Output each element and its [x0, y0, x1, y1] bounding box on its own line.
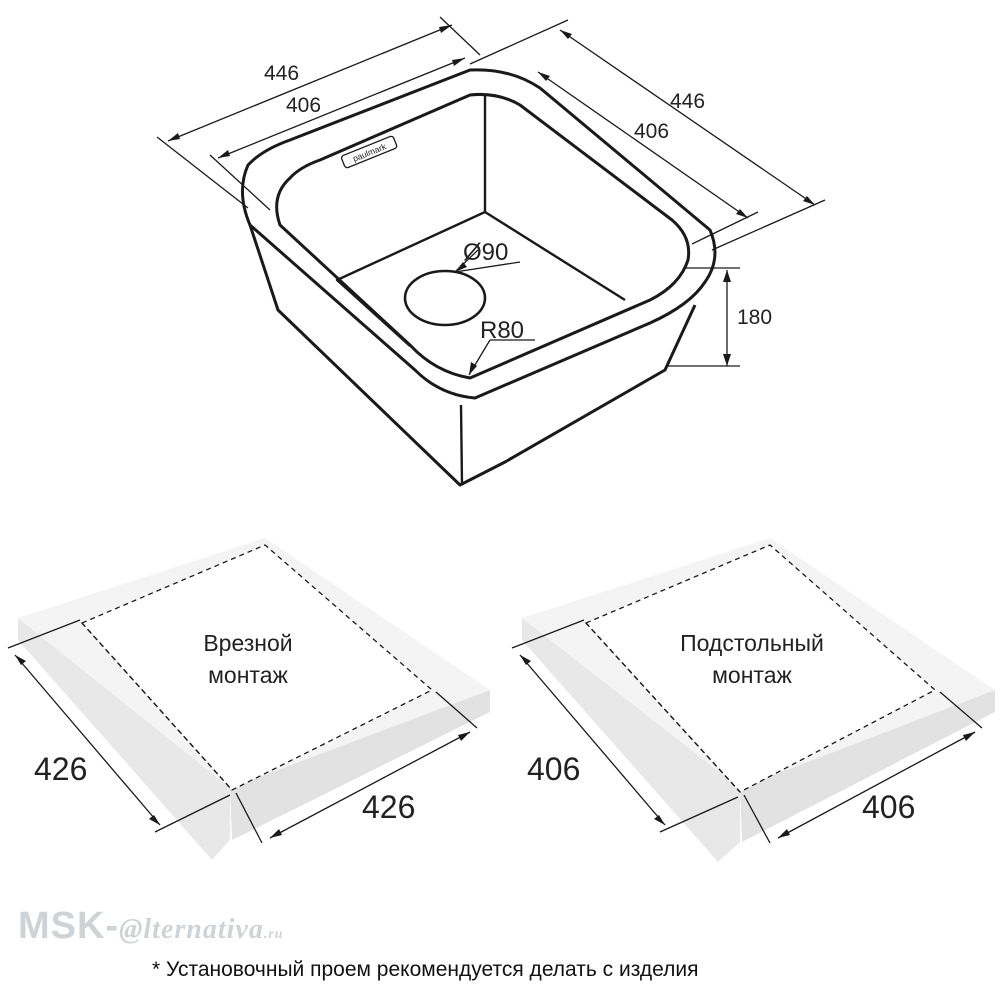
slab-left-side-2 [522, 618, 740, 862]
dim-line-inner-width [217, 57, 466, 159]
cutout-undermount: Подстольный монтаж 406 406 [511, 538, 995, 862]
watermark-logo: MSK-@lternativa.ru [18, 905, 284, 947]
cutout2-title-line2: монтаж [712, 662, 792, 688]
cutout1-title-line1: Врезной [203, 630, 292, 656]
label-height: 180 [737, 306, 772, 329]
label-radius: R80 [480, 317, 524, 344]
sink-drain [403, 269, 487, 327]
sink-front-edge [459, 404, 464, 486]
dim-line-cutout1-b [269, 731, 471, 839]
cutout-outline-2 [584, 544, 937, 793]
label-outer-width: 446 [264, 62, 299, 85]
slab-right-side-2 [740, 690, 995, 842]
sink-inner-back-wall [483, 96, 626, 302]
cutout1-dim-b: 426 [362, 789, 415, 825]
slab-left-side-1 [18, 618, 230, 860]
label-outer-depth: 446 [670, 90, 705, 113]
cutout2-title-line1: Подстольный [680, 630, 824, 656]
slab-hole-1 [82, 545, 432, 790]
slab-right-side-1 [230, 690, 490, 840]
sink-body [241, 68, 717, 487]
label-drain: Ø90 [463, 239, 508, 266]
dim-line-outer-depth [559, 29, 816, 206]
label-inner-depth: 406 [634, 120, 669, 143]
footnote: * Установочный проем рекомендуется делат… [152, 958, 699, 981]
sink-outer-rim [241, 68, 717, 400]
cutout-inset: Врезной монтаж 426 426 [7, 538, 490, 860]
label-inner-width: 406 [286, 94, 321, 117]
dim-line-cutout2-b [777, 731, 976, 839]
dim-line-cutout2-a [519, 654, 666, 826]
cutout1-dim-a: 426 [34, 751, 87, 787]
dim-line-outer-width [167, 24, 453, 142]
dim-line-cutout1-a [14, 654, 161, 826]
cutout2-dim-b: 406 [862, 789, 915, 825]
sink-inner-left-wall [335, 210, 486, 347]
sink-outer-body [248, 224, 697, 487]
dim-leader-drain [454, 261, 521, 273]
cutout2-dim-a: 406 [527, 751, 580, 787]
dim-line-inner-depth [537, 71, 749, 219]
cutout1-title-line2: монтаж [208, 662, 288, 688]
sink-brand-plate: paulmark [341, 135, 398, 169]
slab-hole-2 [586, 545, 935, 792]
